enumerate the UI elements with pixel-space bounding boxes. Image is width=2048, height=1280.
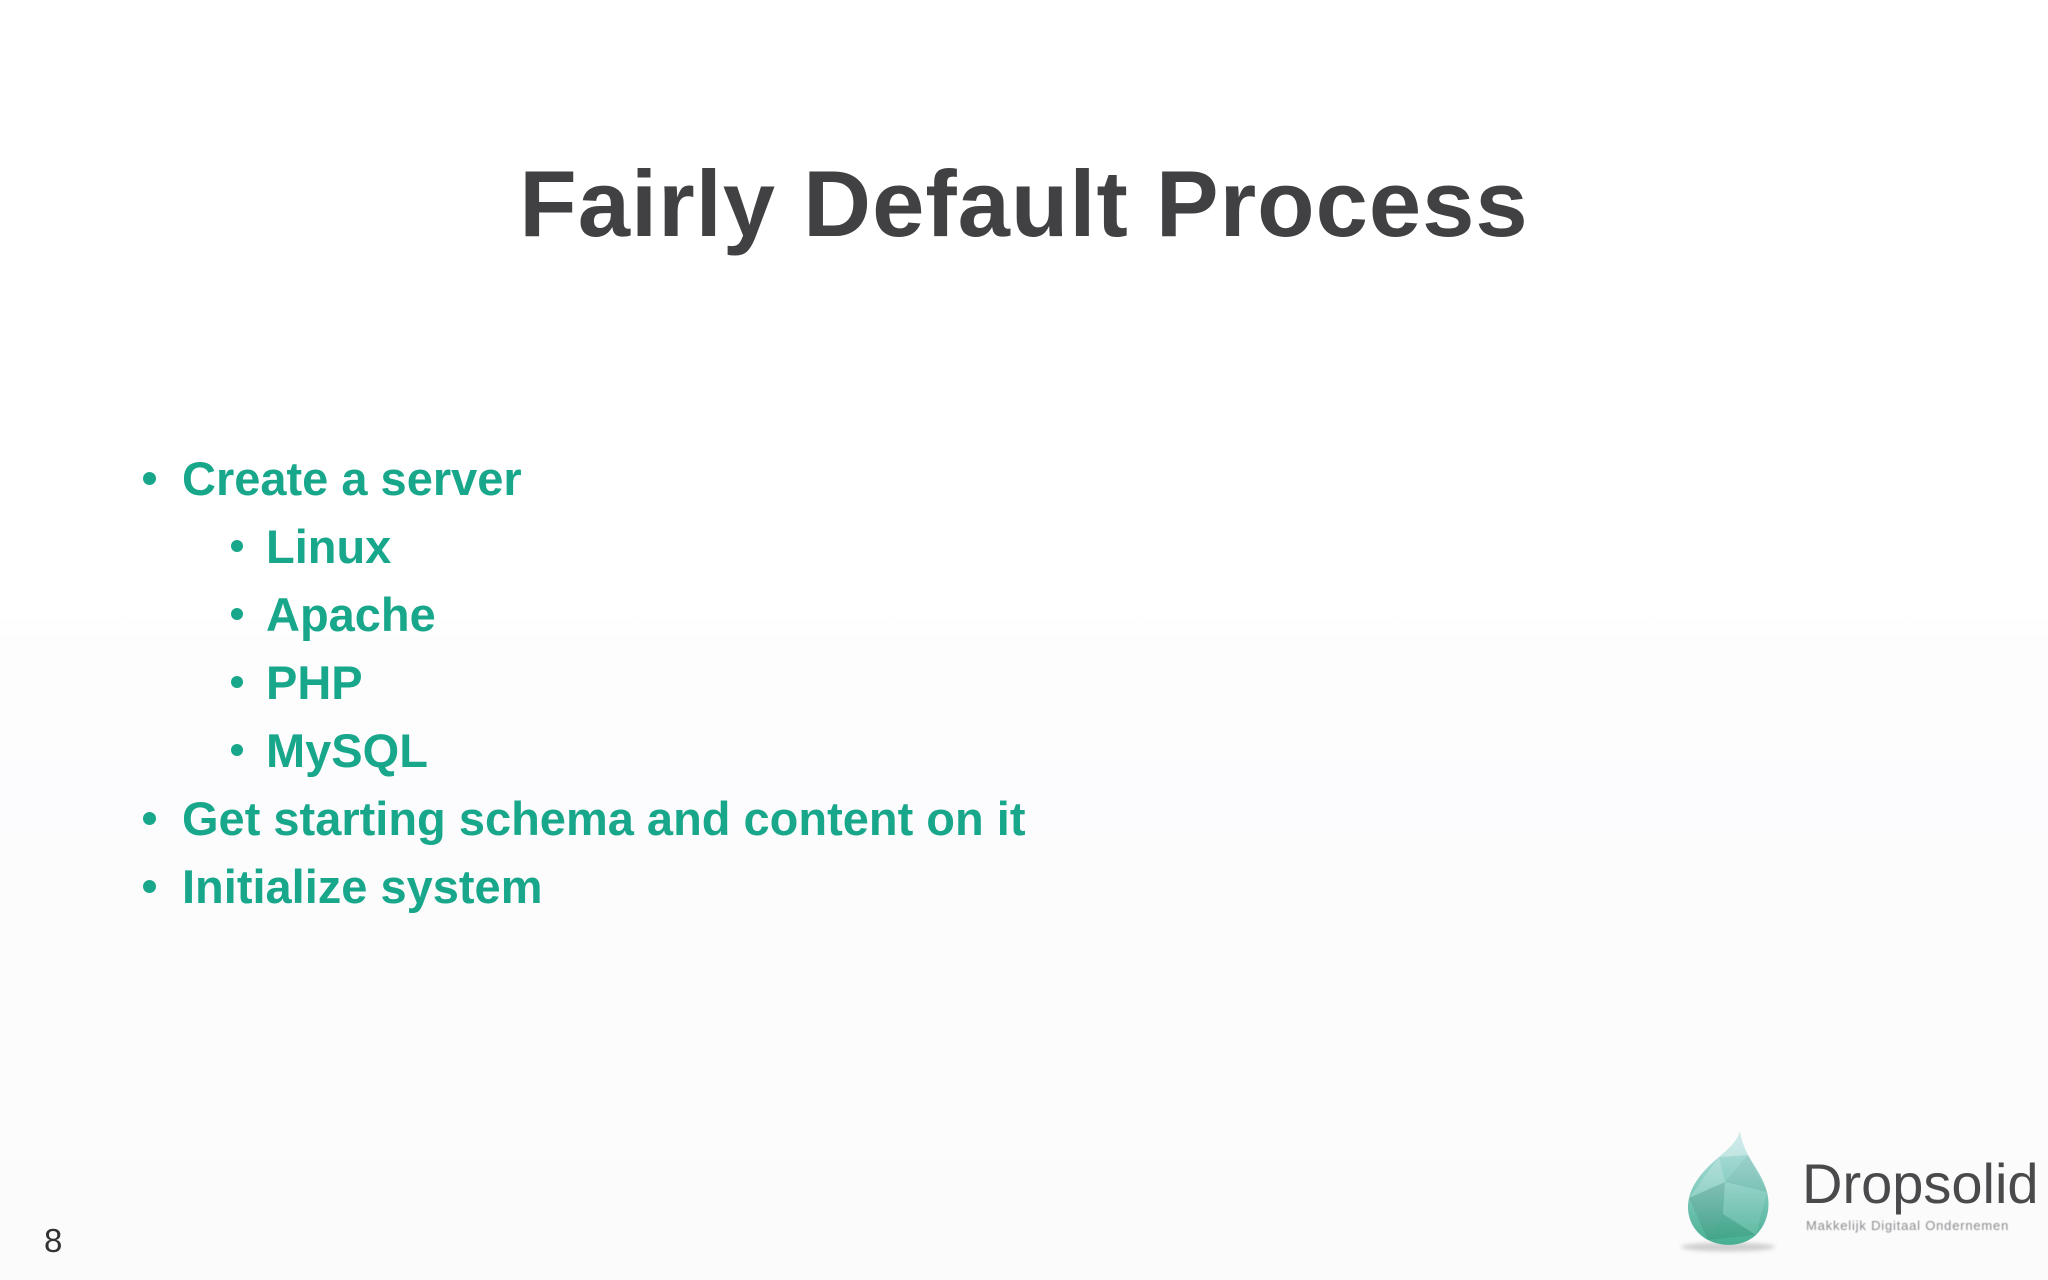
bullet-item: PHP [143,648,1026,716]
bullet-item: MySQL [143,716,1026,784]
dropsolid-drop-icon [1678,1116,1778,1256]
logo-brand: Dropsolid [1802,1152,2039,1215]
bullet-text: Get starting schema and content on it [182,791,1026,845]
bullet-item: Initialize system [143,852,1026,920]
bullet-text: Linux [266,519,392,573]
page-number: 8 [44,1222,63,1259]
bullet-dot-icon [143,879,156,893]
bullet-dot-icon [231,608,243,620]
bullet-item: Linux [143,512,1026,580]
logo-text: Dropsolid Makkelijk Digitaal Ondernemen [1802,1152,2039,1234]
bullet-item: Get starting schema and content on it [143,784,1026,852]
slide-title: Fairly Default Process [519,151,1529,256]
logo-tagline: Makkelijk Digitaal Ondernemen [1806,1218,2010,1233]
bullet-text: MySQL [266,723,428,777]
bullet-dot-icon [231,744,243,756]
bullet-dot-icon [231,540,243,552]
bullet-item: Create a server [143,444,1026,512]
bullet-dot-icon [143,811,156,825]
bullet-dot-icon [231,676,243,688]
bullet-item: Apache [143,580,1026,648]
bullet-text: Initialize system [182,859,543,913]
bullet-dot-icon [143,471,156,485]
bullet-text: PHP [266,655,363,709]
bullet-list: Create a server Linux Apache PHP MySQL G… [143,444,1026,920]
dropsolid-logo: Dropsolid Makkelijk Digitaal Ondernemen [1678,1116,2039,1256]
bullet-text: Create a server [182,451,522,505]
bullet-text: Apache [266,587,436,641]
